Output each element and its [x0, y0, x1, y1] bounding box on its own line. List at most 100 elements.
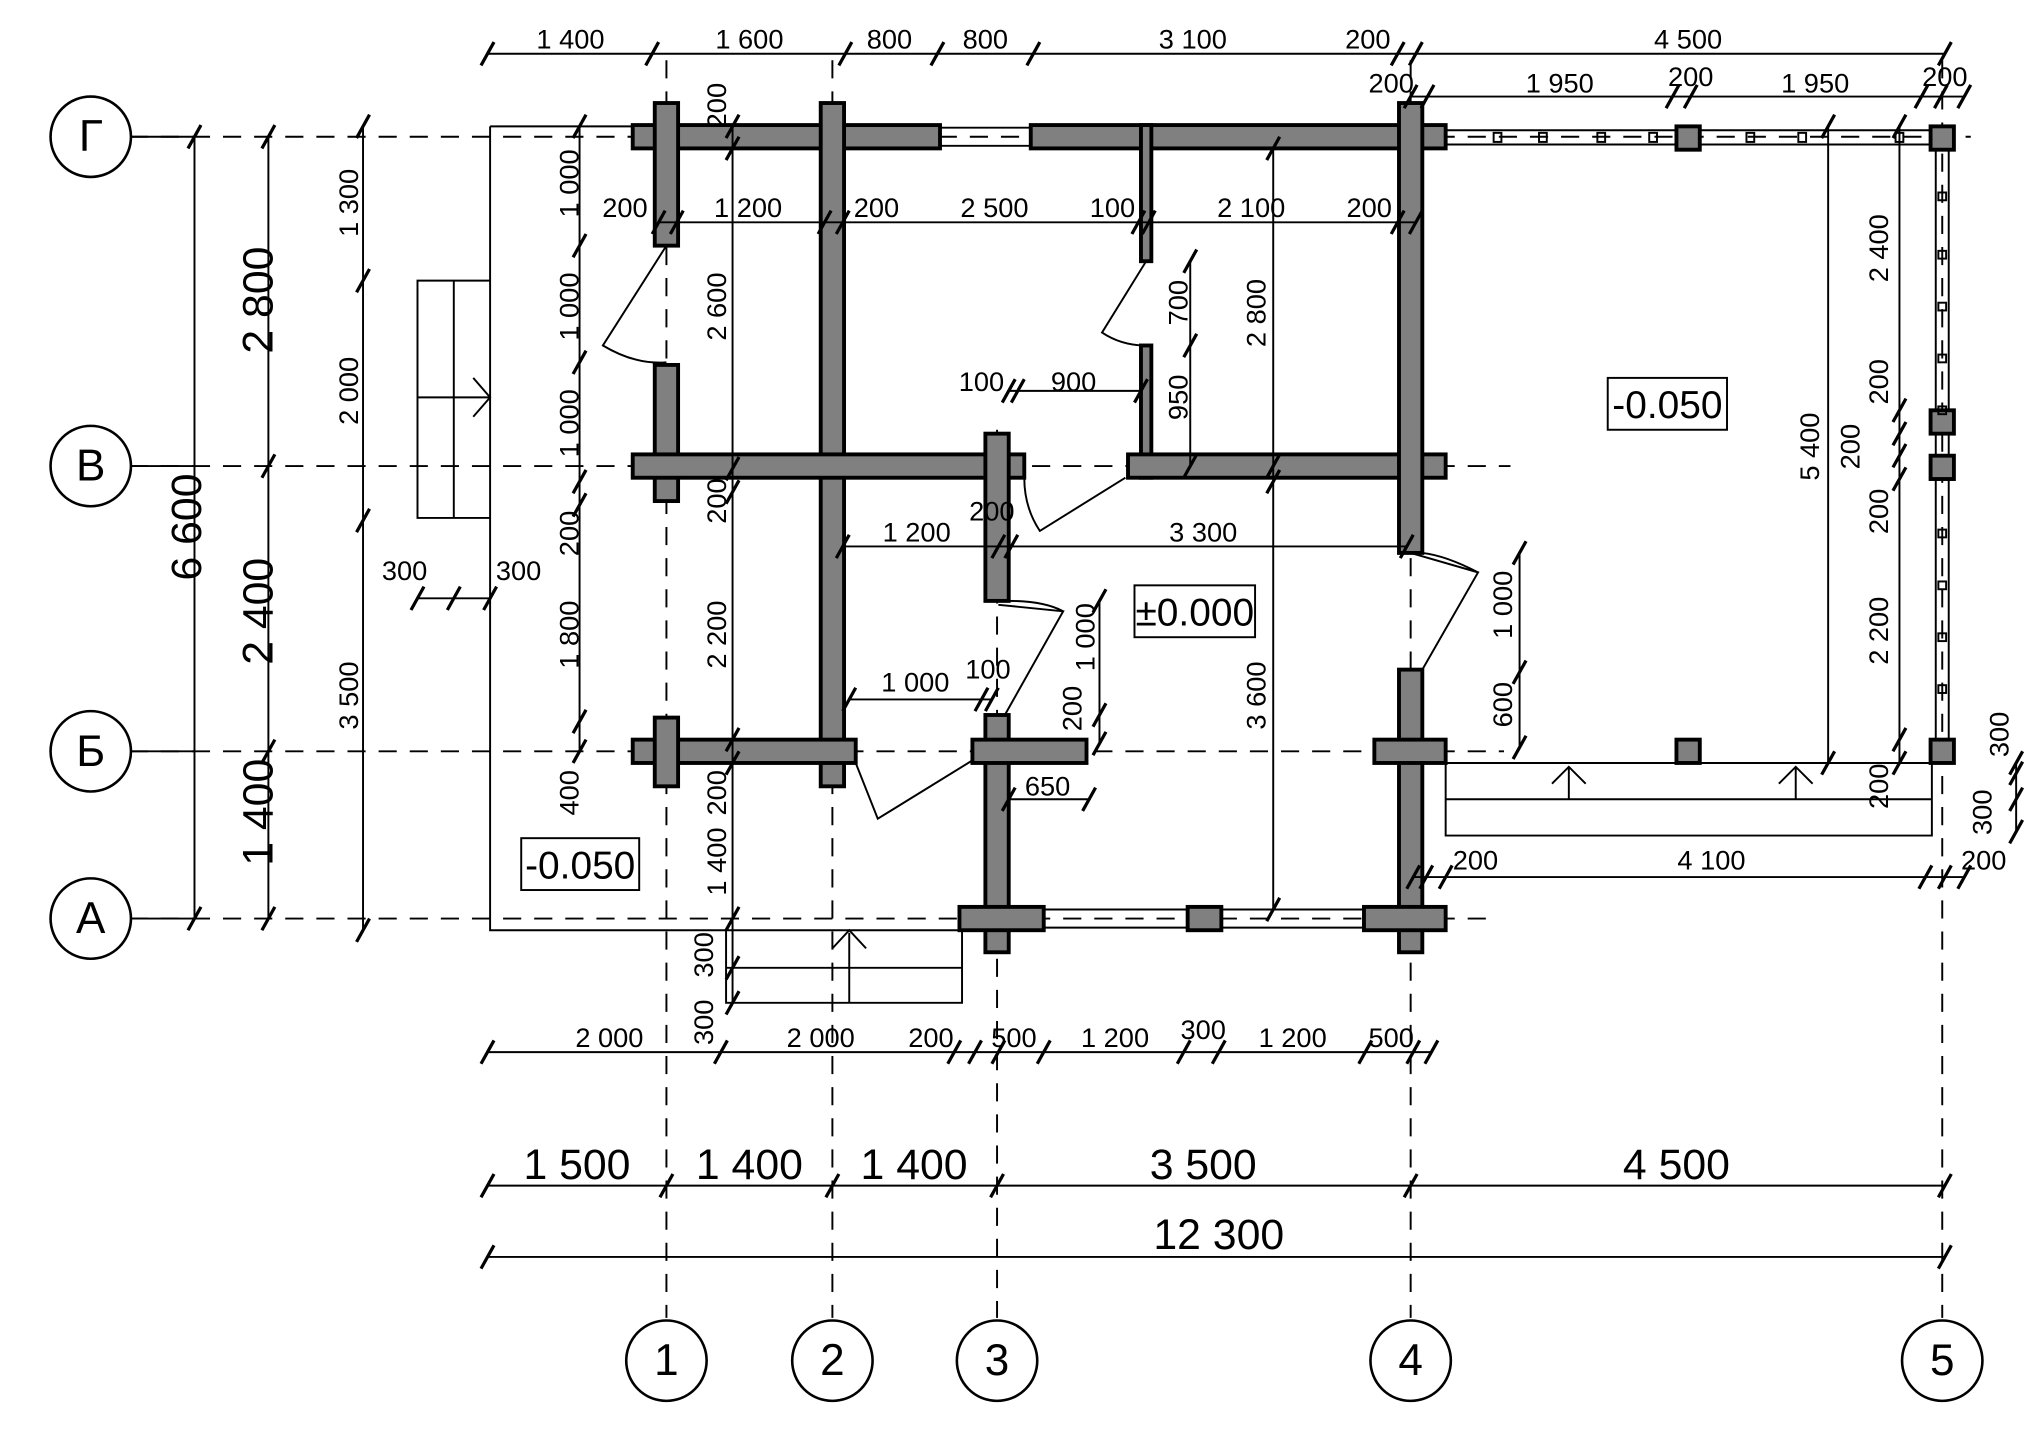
axis-lines	[129, 60, 1971, 1318]
railing-post	[1538, 131, 1548, 143]
dimension-label: 200	[1668, 61, 1713, 92]
dimension-tick	[1936, 864, 1953, 890]
wall-segment	[1028, 123, 1448, 151]
dimension-tick	[983, 686, 1000, 712]
railing-post	[1937, 684, 1948, 694]
dimension-tick	[724, 456, 741, 482]
wall-segment	[970, 737, 1089, 765]
dimension-tick	[571, 113, 588, 139]
axis-bubble	[1900, 1319, 1984, 1403]
axis-bubble	[955, 1319, 1039, 1403]
dimension-tick	[355, 508, 371, 533]
dimension-tick	[967, 1039, 983, 1065]
dimension-tick	[1081, 786, 1098, 812]
dimension-label: 800	[867, 24, 912, 55]
dimension-tick	[1265, 469, 1282, 495]
wall-segment	[630, 737, 858, 765]
railing-post	[1492, 131, 1503, 143]
dimension-tick	[1511, 540, 1528, 566]
dimension-label: 200	[701, 770, 732, 815]
dimension-tick	[1182, 453, 1199, 479]
railing-post	[1937, 528, 1948, 539]
dimension-tick	[989, 1173, 1005, 1199]
dimension-tick	[2008, 760, 2025, 786]
wall-segment	[1674, 737, 1702, 765]
dimension-label: 1 600	[715, 24, 783, 55]
dimension-tick	[724, 955, 741, 981]
wall-segment	[1362, 904, 1448, 933]
dimension-tick	[1511, 659, 1528, 685]
dimension-label: 1 300	[333, 169, 364, 237]
axis-col-label: 2	[820, 1336, 845, 1385]
dimension-tick	[571, 349, 588, 375]
dimension-tick	[479, 1173, 496, 1199]
dimension-label: 2 000	[787, 1022, 855, 1053]
dimension-tick	[2008, 819, 2025, 845]
railing-post	[1937, 301, 1948, 312]
dimension-label: 200	[1922, 61, 1967, 92]
dimension-label: 600	[1487, 682, 1518, 727]
dimension-tick	[1130, 209, 1147, 235]
wall-segment	[1928, 408, 1956, 436]
dimension-label: 2 000	[575, 1022, 643, 1053]
dimension-tick	[816, 209, 833, 235]
dimension-tick	[1891, 421, 1908, 447]
dimension-label: 200	[1834, 424, 1865, 469]
dimension-lines	[186, 41, 2025, 1270]
dimension-tick	[1389, 209, 1406, 235]
axis-row-label: Б	[76, 727, 105, 776]
dimension-tick	[571, 492, 588, 518]
dimension-tick	[834, 209, 851, 235]
dimension-tick	[571, 469, 588, 495]
dimension-tick	[1402, 84, 1419, 109]
dimension-tick	[724, 135, 741, 161]
wall-segment	[630, 452, 1027, 480]
dimension-tick	[445, 585, 462, 611]
dimension-tick	[1936, 1173, 1953, 1199]
dimension-label: 2 000	[333, 357, 364, 425]
dimension-label: 1 000	[553, 389, 584, 457]
dimension-label: 200	[1346, 192, 1391, 223]
dimension-tick	[1091, 588, 1108, 614]
dimension-label: 950	[1163, 375, 1194, 420]
wall-segment	[1928, 124, 1956, 152]
axis-bubble	[790, 1319, 874, 1403]
dimension-tick	[1917, 864, 1934, 890]
dimension-label: 900	[1051, 366, 1096, 397]
dimension-label: 1 200	[1259, 1022, 1327, 1053]
wall-segment	[1139, 123, 1154, 264]
wall-segment	[1674, 124, 1702, 152]
walls	[630, 101, 1956, 955]
dimension-tick	[1091, 731, 1108, 756]
dimension-tick	[990, 1039, 1007, 1065]
dimension-label: 300	[382, 555, 427, 586]
axis-col-label: 5	[1930, 1336, 1955, 1385]
dimension-tick	[1419, 84, 1436, 109]
dimension-label: 1 400	[234, 759, 282, 866]
dimension-label: 200	[701, 83, 732, 128]
dimension-label: 200	[1863, 764, 1894, 809]
dimension-tick	[1182, 248, 1199, 274]
dimension-tick	[1407, 209, 1424, 235]
dimension-tick	[260, 906, 277, 932]
dimension-tick	[724, 990, 741, 1016]
dimension-label: 500	[1368, 1022, 1413, 1053]
dimension-tick	[724, 113, 741, 139]
dimension-tick	[1140, 209, 1157, 235]
dimension-label: 1 950	[1526, 68, 1594, 99]
dimension-tick	[482, 585, 498, 611]
dimension-label: 650	[1025, 770, 1070, 801]
wall-segment	[1928, 737, 1956, 765]
dimension-label: 3 100	[1159, 24, 1227, 55]
axis-bubble	[624, 1319, 708, 1403]
dimension-tick	[1265, 453, 1282, 479]
dimension-tick	[1820, 113, 1837, 139]
dimension-label: 4 500	[1654, 24, 1722, 55]
dimension-label: 1 400	[696, 1141, 803, 1189]
dimension-label: 2 200	[1863, 597, 1894, 665]
dimension-tick	[712, 1039, 729, 1065]
dimension-tick	[841, 686, 858, 712]
axis-col-label: 4	[1398, 1336, 1423, 1385]
level-label: -0.050	[1612, 384, 1722, 427]
wall-segment	[983, 713, 1011, 955]
